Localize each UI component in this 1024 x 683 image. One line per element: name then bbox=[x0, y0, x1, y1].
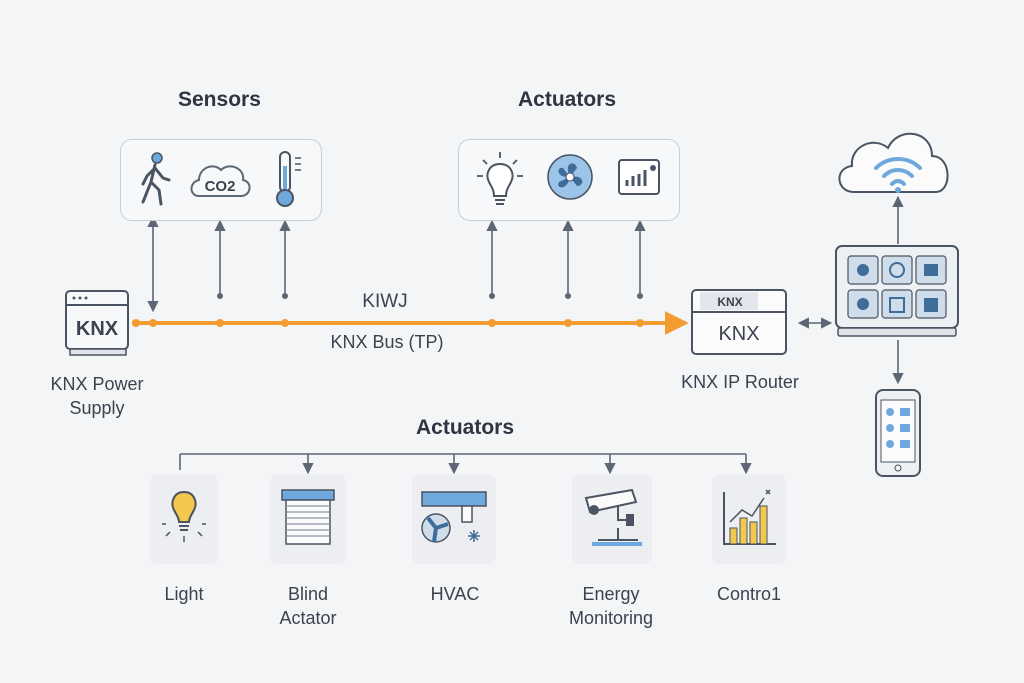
blind-icon bbox=[281, 489, 335, 545]
tablet-device bbox=[835, 245, 959, 337]
actuator-label-control: Contro1 bbox=[716, 584, 782, 604]
actuator-label-light: Light bbox=[164, 584, 204, 604]
camera-icon bbox=[584, 488, 642, 546]
actuators-bottom-title: Actuators bbox=[416, 416, 515, 439]
actuator-tile-light bbox=[150, 474, 218, 564]
sensors-title: Sensors bbox=[178, 88, 261, 111]
power-supply-text: KNX bbox=[76, 318, 119, 340]
actuator-tile-energy bbox=[572, 474, 652, 564]
knx-power-supply-device: KNX bbox=[65, 290, 129, 356]
bus-code-label: KIWJ bbox=[362, 291, 408, 312]
actuator-label-blind: Blind Actator bbox=[279, 584, 337, 628]
light-bulb-icon bbox=[477, 152, 523, 205]
actuator-label-energy: Energy Monitoring bbox=[568, 584, 654, 628]
knx-ip-router-device: KNX KNX bbox=[691, 289, 787, 355]
light-bulb-icon bbox=[162, 490, 206, 542]
fan-icon bbox=[547, 154, 593, 200]
bar-chart-icon bbox=[723, 489, 776, 545]
power-supply-label: KNX Power Supply bbox=[50, 374, 144, 418]
sensors-panel: CO2 bbox=[120, 139, 322, 221]
actuator-tile-blind bbox=[270, 474, 346, 564]
actuator-label-hvac: HVAC bbox=[430, 584, 480, 604]
actuator-tile-hvac bbox=[412, 474, 496, 564]
router-label: KNX IP Router bbox=[681, 372, 799, 392]
signal-meter-icon bbox=[618, 159, 660, 195]
hvac-icon bbox=[421, 491, 487, 543]
cloud-wifi-icon bbox=[838, 132, 949, 193]
router-top-text: KNX bbox=[717, 295, 742, 309]
smartphone-device bbox=[875, 389, 921, 477]
actuators-top-panel bbox=[458, 139, 680, 221]
thermometer-icon bbox=[276, 151, 301, 207]
router-main-text: KNX bbox=[718, 323, 759, 345]
actuators-top-title: Actuators bbox=[518, 88, 617, 111]
co2-text: CO2 bbox=[205, 178, 236, 195]
co2-cloud-icon: CO2 bbox=[190, 165, 251, 197]
bus-label: KNX Bus (TP) bbox=[330, 332, 444, 352]
person-walking-icon bbox=[141, 152, 171, 206]
actuator-tile-control bbox=[712, 474, 786, 564]
